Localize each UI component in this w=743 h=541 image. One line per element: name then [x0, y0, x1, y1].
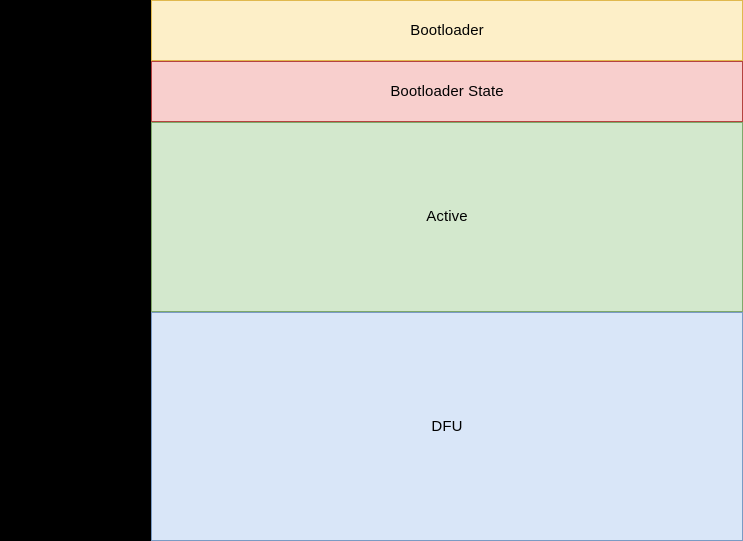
memory-region-bootloader-label: Bootloader — [410, 21, 484, 39]
memory-region-dfu[interactable]: DFU — [151, 312, 743, 541]
memory-region-stack: Bootloader Bootloader State Active DFU — [151, 0, 743, 541]
memory-region-bootloader-state-label: Bootloader State — [390, 82, 504, 100]
memory-region-bootloader[interactable]: Bootloader — [151, 0, 743, 61]
memory-region-bootloader-state[interactable]: Bootloader State — [151, 61, 743, 122]
memory-region-dfu-label: DFU — [431, 417, 463, 435]
memory-region-active-label: Active — [426, 208, 468, 225]
left-empty-gutter — [0, 0, 151, 541]
memory-region-active[interactable]: Active — [151, 122, 743, 312]
